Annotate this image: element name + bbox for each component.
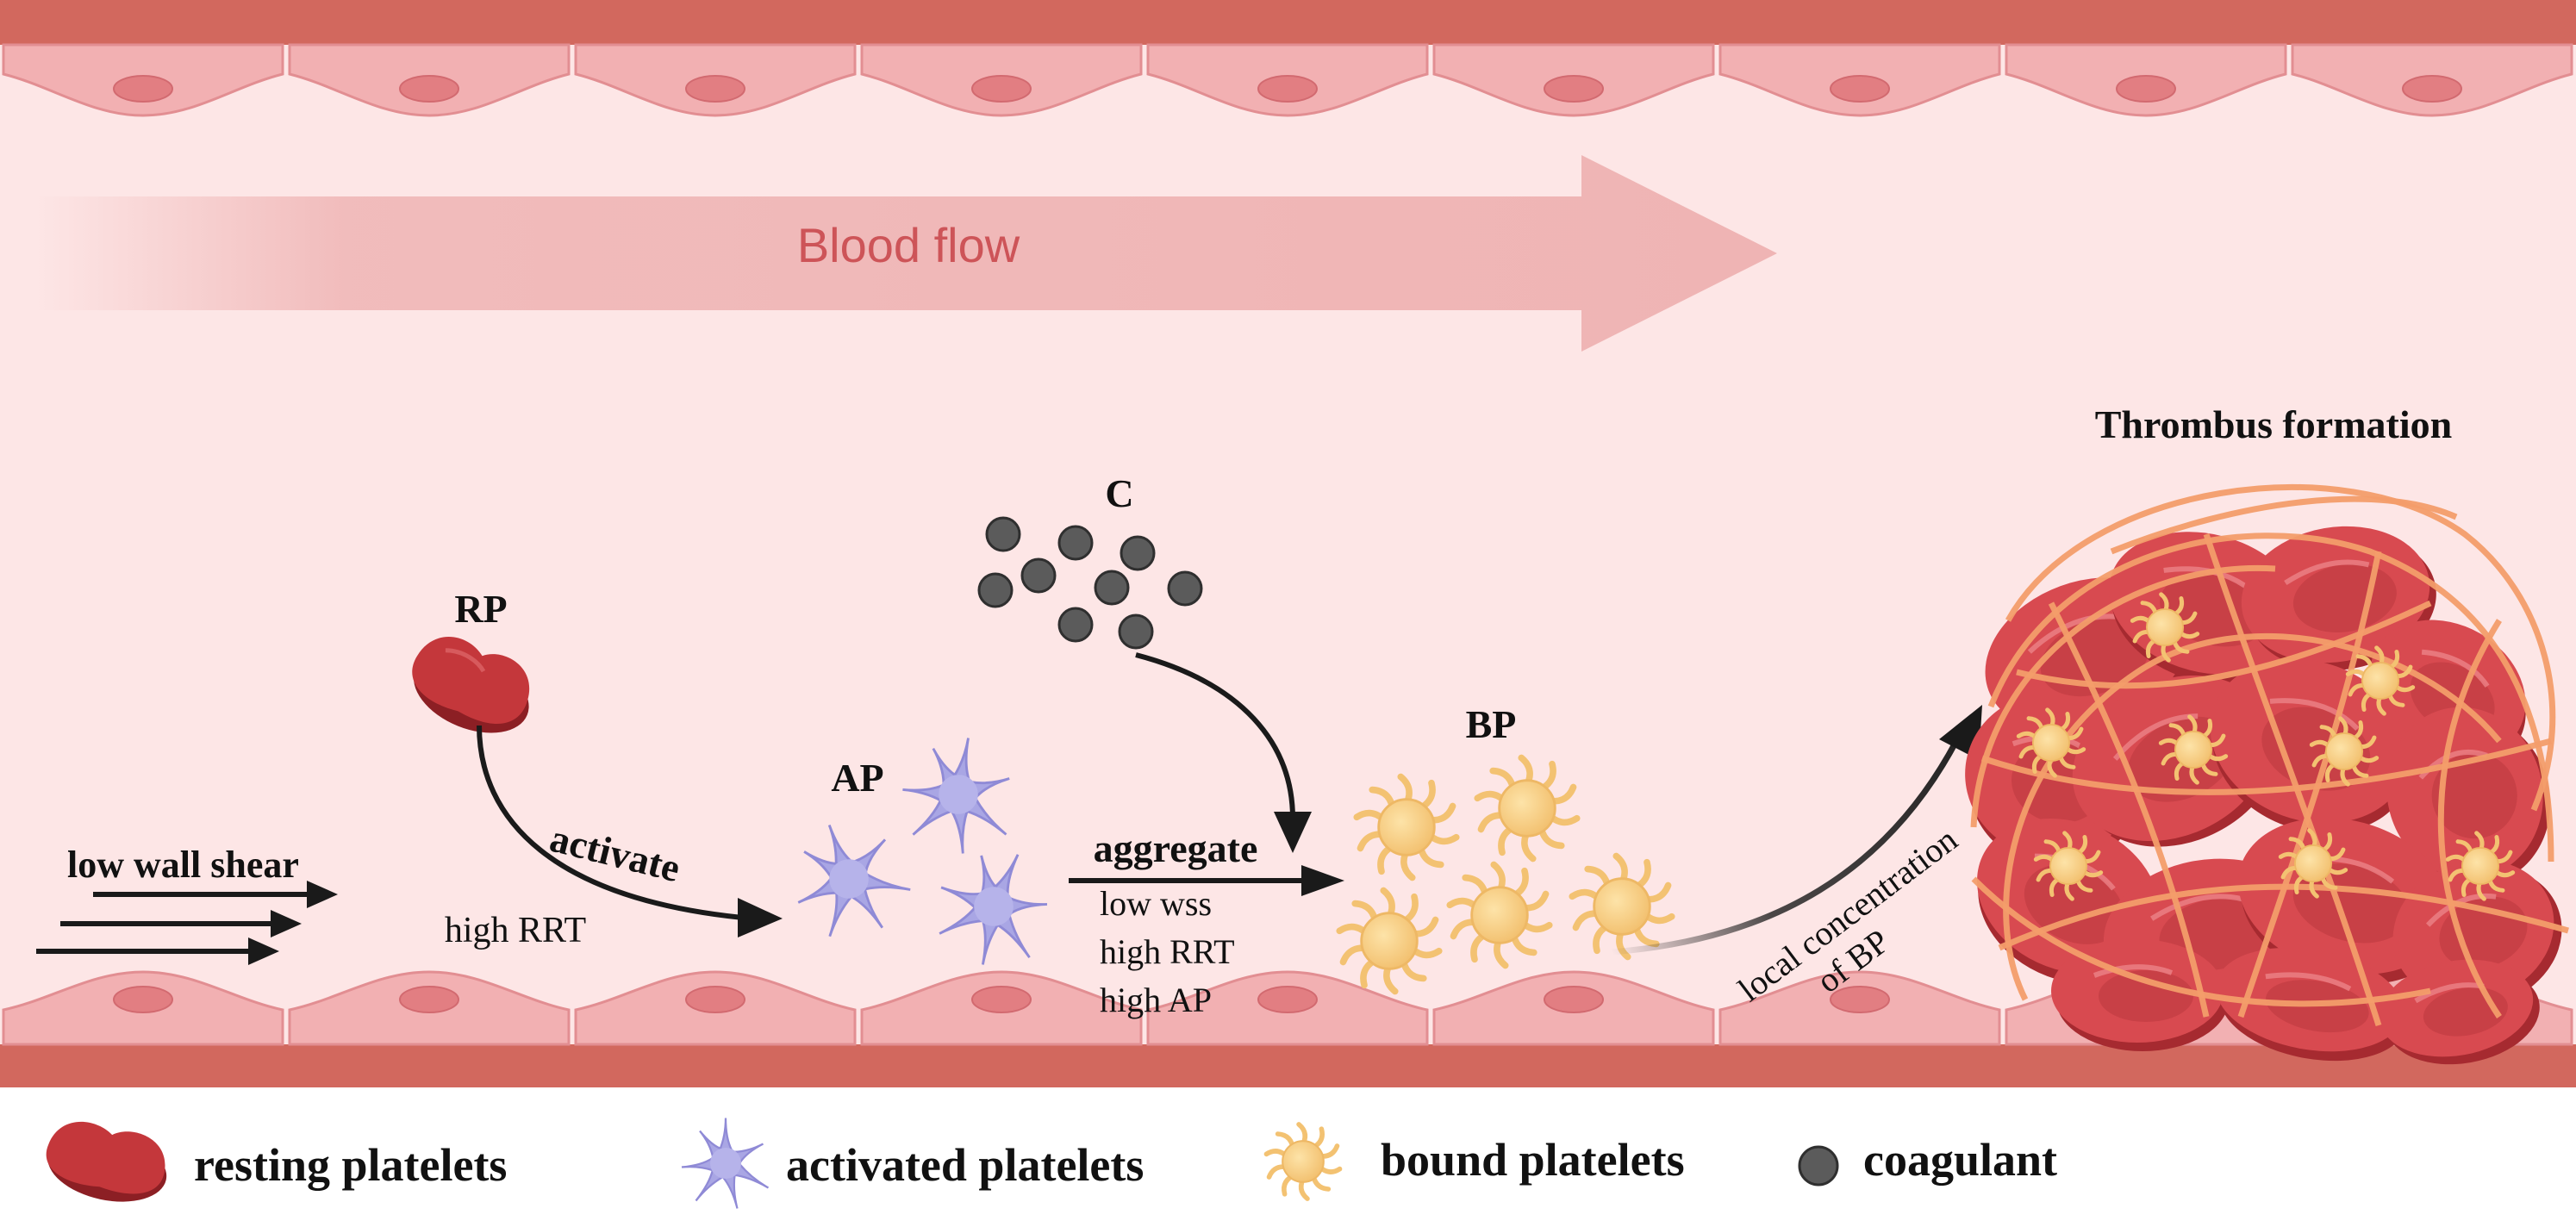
endothelial-nucleus [1544, 986, 1604, 1013]
legend-label-coagulant: coagulant [1863, 1134, 2057, 1186]
endothelial-nucleus [1544, 75, 1604, 103]
bound-platelet-in-clot [2345, 645, 2416, 716]
activated-platelet-icon [681, 1118, 770, 1209]
endothelial-nucleus [1830, 986, 1890, 1013]
vessel-wall-top [0, 0, 2576, 45]
endothelial-nucleus [113, 986, 173, 1013]
bound-platelet-in-clot [2016, 707, 2086, 778]
red-blood-cell [2051, 939, 2229, 1051]
fibrin-strand [2203, 533, 2382, 1027]
bound-platelet-icon-shape [1263, 1122, 1343, 1201]
aggregate-arrowhead [1301, 865, 1344, 896]
endothelial-nucleus [1257, 75, 1318, 103]
bound-platelet [1336, 887, 1443, 995]
activated-platelet [902, 738, 1010, 854]
legend-label-bound: bound platelets [1381, 1134, 1685, 1186]
vessel-wall-bottom [0, 1044, 2576, 1087]
endothelial-nucleus [971, 75, 1032, 103]
coagulant-particle [1118, 614, 1154, 650]
fibrin-strand [2048, 601, 2210, 1018]
bound-platelet-in-clot [2309, 716, 2380, 787]
activated-platelet-icon-shape [681, 1118, 770, 1209]
activate-arrowhead [738, 898, 783, 937]
coagulant-particle [1120, 535, 1156, 571]
coagulant-icon [1798, 1145, 1839, 1187]
coagulant-particle [1057, 525, 1094, 561]
activated-platelet [939, 854, 1048, 965]
bound-platelet-in-clot [2278, 828, 2348, 899]
fibrin-strand [1998, 883, 2569, 951]
fibrin-strand [2016, 600, 2432, 689]
fibrin-strand [1987, 533, 2554, 863]
bound-platelets-group [1336, 754, 1675, 995]
low-wall-shear-label: low wall shear [67, 844, 299, 886]
endothelial-nucleus [399, 75, 459, 103]
thrombus-formation-label: Thrombus formation [2095, 402, 2452, 446]
red-blood-cell [2386, 707, 2551, 886]
coagulant-arrow [1135, 652, 1295, 819]
fibrin-strand [2110, 495, 2458, 555]
blood-flow-label: Blood flow [797, 218, 1020, 272]
fibrin-strand [2005, 484, 2556, 812]
coagulant-particle [1057, 607, 1094, 643]
bound-platelet [1474, 754, 1581, 863]
coagulant-particle [1094, 570, 1130, 606]
bp-label: BP [1466, 702, 1517, 746]
resting-platelet-icon [412, 637, 530, 733]
endothelial-layer-top [2, 43, 2573, 117]
activate-arrow [477, 725, 752, 921]
rp-label: RP [454, 587, 507, 631]
coagulant-particle [1167, 570, 1203, 607]
bound-platelet [1446, 861, 1553, 969]
coagulant-arrowhead [1274, 812, 1312, 853]
coagulant-particle [1020, 557, 1057, 594]
fibrin-strand [2003, 632, 2502, 1001]
bound-platelet-in-clot [2158, 714, 2229, 785]
legend-label-activated: activated platelets [786, 1139, 1144, 1191]
fibrin-strand [1971, 876, 2431, 1007]
resting-platelet-icon [46, 1121, 167, 1202]
fibrin-strand [2437, 619, 2502, 1018]
condition-high-rrt: high RRT [1100, 932, 1235, 971]
red-blood-cell [2216, 947, 2407, 1062]
thrombus-clot [1965, 484, 2569, 1065]
bound-platelet [1569, 852, 1675, 961]
coagulant-label: C [1105, 471, 1133, 515]
activated-platelets-group [797, 738, 1048, 965]
endothelial-nucleus [399, 986, 459, 1013]
endothelial-nucleus [2402, 75, 2462, 103]
endothelial-nucleus [1257, 986, 1318, 1013]
coagulant-group [977, 516, 1203, 650]
condition-high-ap: high AP [1100, 981, 1212, 1019]
local-concentration-arrow [1611, 739, 1960, 956]
endothelial-nucleus [685, 986, 745, 1013]
fibrin-strand [1980, 738, 2552, 795]
bound-platelet-in-clot [2033, 831, 2104, 901]
ap-label: AP [831, 756, 883, 800]
endothelial-nucleus [1830, 75, 1890, 103]
activated-platelet [797, 825, 911, 937]
legend-label-resting: resting platelets [194, 1139, 507, 1191]
endothelial-nucleus [971, 986, 1032, 1013]
legend: resting platelets activated platelets bo… [46, 1118, 2057, 1209]
coagulant-particle [985, 516, 1021, 552]
condition-low-wss: low wss [1100, 884, 1212, 923]
endothelial-nucleus [2116, 75, 2176, 103]
endothelial-nucleus [685, 75, 745, 103]
aggregate-label: aggregate [1094, 826, 1258, 870]
bound-platelet-icon [1263, 1122, 1343, 1201]
fibrin-strand [2237, 551, 2382, 1018]
low-wall-shear-arrows [36, 881, 338, 965]
bound-platelet [1353, 773, 1460, 881]
high-rrt-label: high RRT [445, 911, 586, 950]
blood-flow-arrow [34, 155, 1777, 352]
bound-platelet-in-clot [2445, 831, 2516, 901]
coagulant-particle [977, 572, 1014, 608]
bound-platelet-in-clot [2130, 592, 2200, 663]
endothelial-nucleus [113, 75, 173, 103]
